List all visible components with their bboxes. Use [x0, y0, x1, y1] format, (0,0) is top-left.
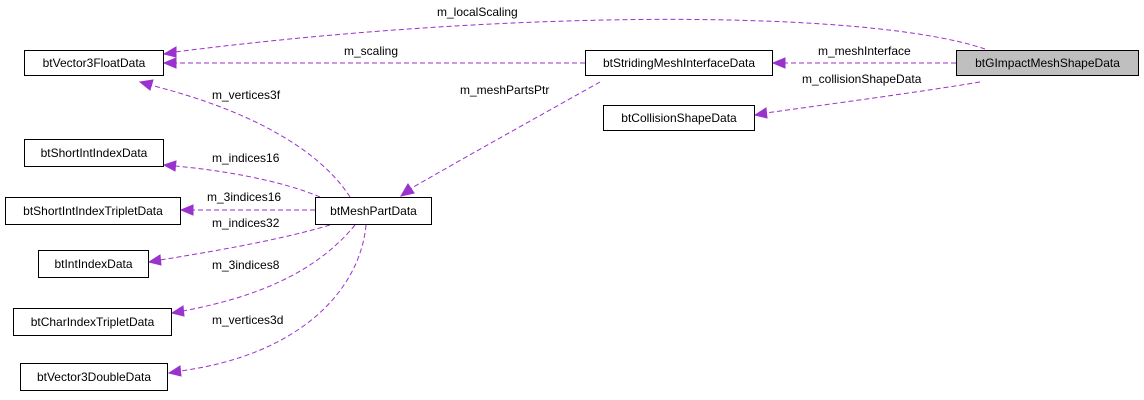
edge-vertices3d: m_vertices3d	[167, 224, 367, 377]
node-label: btShortIntIndexData	[41, 146, 148, 160]
node-label: btVector3FloatData	[43, 56, 146, 70]
node-vector3-double-data[interactable]: btVector3DoubleData	[20, 363, 168, 391]
edge-scaling: m_scaling	[162, 44, 585, 69]
edge-label-indices16: m_indices16	[212, 151, 280, 165]
edge-vertices3f: m_vertices3f	[138, 79, 351, 198]
edge-label-vertices3d: m_vertices3d	[212, 313, 283, 327]
edge-local-scaling: m_localScaling	[162, 5, 986, 58]
node-label: btMeshPartData	[330, 204, 417, 218]
edge-label-mesh-parts-ptr: m_meshPartsPtr	[460, 83, 549, 97]
node-label: btCollisionShapeData	[621, 111, 737, 125]
node-label: btShortIntIndexTripletData	[23, 204, 163, 218]
node-char-index-triplet-data[interactable]: btCharIndexTripletData	[13, 308, 172, 336]
node-label: btIntIndexData	[54, 257, 132, 271]
node-vector3-float-data[interactable]: btVector3FloatData	[24, 50, 164, 76]
edge-collision-shape-data: m_collisionShapeData	[753, 72, 981, 119]
edge-label-3indices16: m_3indices16	[207, 190, 281, 204]
edge-label-local-scaling: m_localScaling	[437, 5, 518, 19]
edge-3indices16: m_3indices16	[179, 190, 315, 216]
edge-mesh-interface: m_meshInterface	[771, 44, 956, 69]
edge-3indices8: m_3indices8	[170, 224, 356, 317]
node-label: btStridingMeshInterfaceData	[603, 56, 755, 70]
node-collision-shape-data[interactable]: btCollisionShapeData	[603, 105, 755, 131]
node-mesh-part-data[interactable]: btMeshPartData	[315, 197, 432, 225]
node-short-int-index-data[interactable]: btShortIntIndexData	[24, 139, 164, 167]
node-label: btCharIndexTripletData	[31, 315, 155, 329]
edge-label-3indices8: m_3indices8	[212, 258, 280, 272]
node-striding-mesh-interface-data[interactable]: btStridingMeshInterfaceData	[585, 50, 773, 76]
node-label: btVector3DoubleData	[37, 370, 151, 384]
node-short-int-index-triplet-data[interactable]: btShortIntIndexTripletData	[5, 197, 181, 225]
edge-mesh-parts-ptr: m_meshPartsPtr	[399, 81, 601, 197]
edge-label-vertices3f: m_vertices3f	[212, 88, 281, 102]
edge-label-collision-shape-data: m_collisionShapeData	[802, 72, 922, 86]
node-int-index-data[interactable]: btIntIndexData	[38, 250, 149, 278]
edge-label-mesh-interface: m_meshInterface	[818, 44, 911, 58]
edge-label-scaling: m_scaling	[344, 44, 398, 58]
edge-indices16: m_indices16	[162, 151, 321, 198]
edge-label-indices32: m_indices32	[212, 216, 280, 230]
edge-indices32: m_indices32	[147, 216, 331, 266]
node-gimpact-mesh-shape-data[interactable]: btGImpactMeshShapeData	[956, 50, 1139, 76]
node-label: btGImpactMeshShapeData	[975, 56, 1120, 70]
